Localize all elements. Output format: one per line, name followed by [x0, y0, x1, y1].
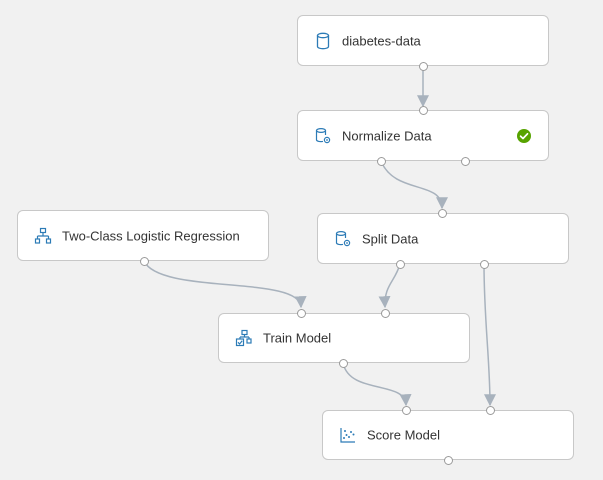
split-data-input-port[interactable] [437, 208, 447, 218]
normalize-data-input-port[interactable] [418, 105, 428, 115]
algorithm-icon [34, 227, 52, 244]
module-two-class-logistic-regression[interactable]: Two-Class Logistic Regression [17, 210, 269, 261]
normalize-data-output-port-2[interactable] [460, 156, 470, 166]
split-data-output-port-1[interactable] [395, 259, 405, 269]
connection-split-to-score [483, 263, 496, 407]
module-label: Two-Class Logistic Regression [62, 228, 240, 243]
connection-normalize-to-split [380, 160, 448, 210]
connection-train-to-score [342, 362, 412, 407]
diabetes-data-output-port[interactable] [418, 61, 428, 71]
split-data-output-port-2[interactable] [479, 259, 489, 269]
score-model-icon [340, 428, 355, 443]
train-model-input-port-2[interactable] [380, 308, 390, 318]
normalize-data-output-port-1[interactable] [376, 156, 386, 166]
module-label: Train Model [263, 330, 332, 346]
logistic-regression-output-port[interactable] [139, 256, 149, 266]
train-model-icon [235, 329, 252, 347]
data-transform-icon [315, 127, 331, 143]
connection-regression-to-train [143, 260, 307, 309]
data-transform-icon [335, 230, 351, 246]
module-label: Normalize Data [342, 128, 432, 143]
module-score-model[interactable]: Score Model [322, 410, 574, 460]
train-model-output-port[interactable] [338, 358, 348, 368]
module-diabetes-data[interactable]: diabetes-data [297, 15, 549, 66]
score-model-input-port-1[interactable] [401, 405, 411, 415]
score-model-input-port-2[interactable] [485, 405, 495, 415]
score-model-output-port[interactable] [443, 455, 453, 465]
module-label: diabetes-data [342, 33, 421, 48]
module-normalize-data[interactable]: Normalize Data [297, 110, 549, 161]
success-check-icon [517, 128, 531, 143]
module-split-data[interactable]: Split Data [317, 213, 569, 264]
module-label: Score Model [367, 427, 440, 443]
module-train-model[interactable]: Train Model [218, 313, 470, 363]
train-model-input-port-1[interactable] [296, 308, 306, 318]
connection-split-to-train [378, 263, 401, 309]
module-label: Split Data [362, 231, 419, 246]
dataset-icon [316, 32, 330, 49]
